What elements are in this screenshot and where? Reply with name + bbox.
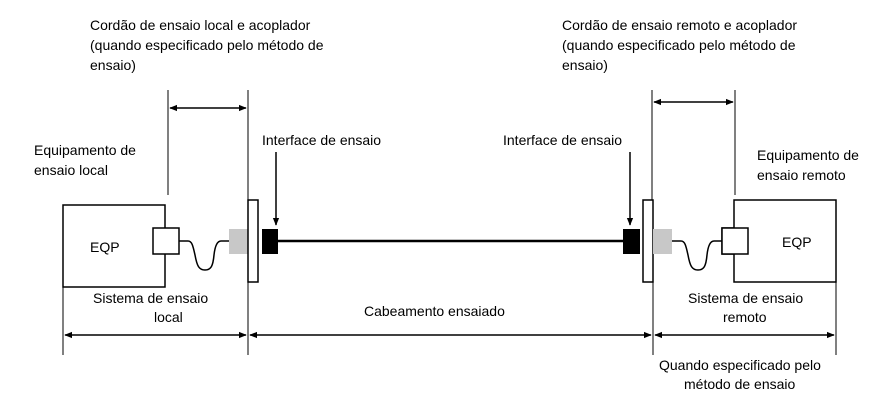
local-interface-plate (247, 199, 259, 283)
local-equipment-box (62, 204, 166, 288)
local-equipment-label-line2: ensaio local (34, 162, 108, 178)
when-specified-label: Quando especificado pelo método de ensai… (659, 357, 821, 392)
test-interface-label-right: Interface de ensaio (503, 132, 622, 148)
remote-cord-label-line1: Cordão de ensaio remoto e acoplador (562, 17, 797, 33)
remote-test-cord (672, 240, 722, 271)
remote-equipment-label-line1: Equipamento de (757, 147, 859, 163)
local-eqp-label: EQP (90, 239, 120, 255)
when-specified-label-line1: Quando especificado pelo (659, 357, 821, 373)
remote-cord-label-line3: ensaio) (562, 57, 608, 73)
test-interface-label-left: Interface de ensaio (262, 132, 381, 148)
local-test-cord (179, 240, 229, 271)
local-cord-label-line1: Cordão de ensaio local e acoplador (90, 17, 311, 33)
tested-cabling-label: Cabeamento ensaiado (364, 303, 505, 319)
local-adapter-gray (229, 229, 248, 254)
local-cord-label-line2: (quando especificado pelo método de (90, 37, 324, 53)
remote-equipment-label-line2: ensaio remoto (757, 167, 846, 183)
remote-equipment-box (733, 199, 837, 283)
remote-cord-label: Cordão de ensaio remoto e acoplador (qua… (562, 17, 797, 73)
local-equipment-label: Equipamento de ensaio local (34, 142, 136, 178)
when-specified-label-line2: método de ensaio (684, 376, 796, 392)
remote-system-label-line2: remoto (723, 309, 767, 325)
local-connector (262, 229, 278, 254)
local-cord-label-line3: ensaio) (90, 57, 136, 73)
remote-equipment-label: Equipamento de ensaio remoto (757, 147, 859, 183)
local-cord-label: Cordão de ensaio local e acoplador (quan… (90, 17, 324, 73)
remote-equipment-port-front (721, 227, 749, 255)
remote-system-label: Sistema de ensaio remoto (688, 290, 803, 325)
remote-system-label-line1: Sistema de ensaio (688, 290, 803, 306)
remote-cord-label-line2: (quando especificado pelo método de (562, 37, 796, 53)
remote-adapter-gray (653, 229, 672, 254)
remote-connector (623, 229, 640, 254)
local-system-label: Sistema de ensaio local (93, 290, 208, 325)
local-system-label-line2: local (154, 309, 183, 325)
local-equipment-port (152, 227, 180, 255)
local-equipment-label-line1: Equipamento de (34, 142, 136, 158)
remote-eqp-label: EQP (782, 234, 812, 250)
remote-interface-plate (642, 199, 654, 283)
local-system-label-line1: Sistema de ensaio (93, 290, 208, 306)
